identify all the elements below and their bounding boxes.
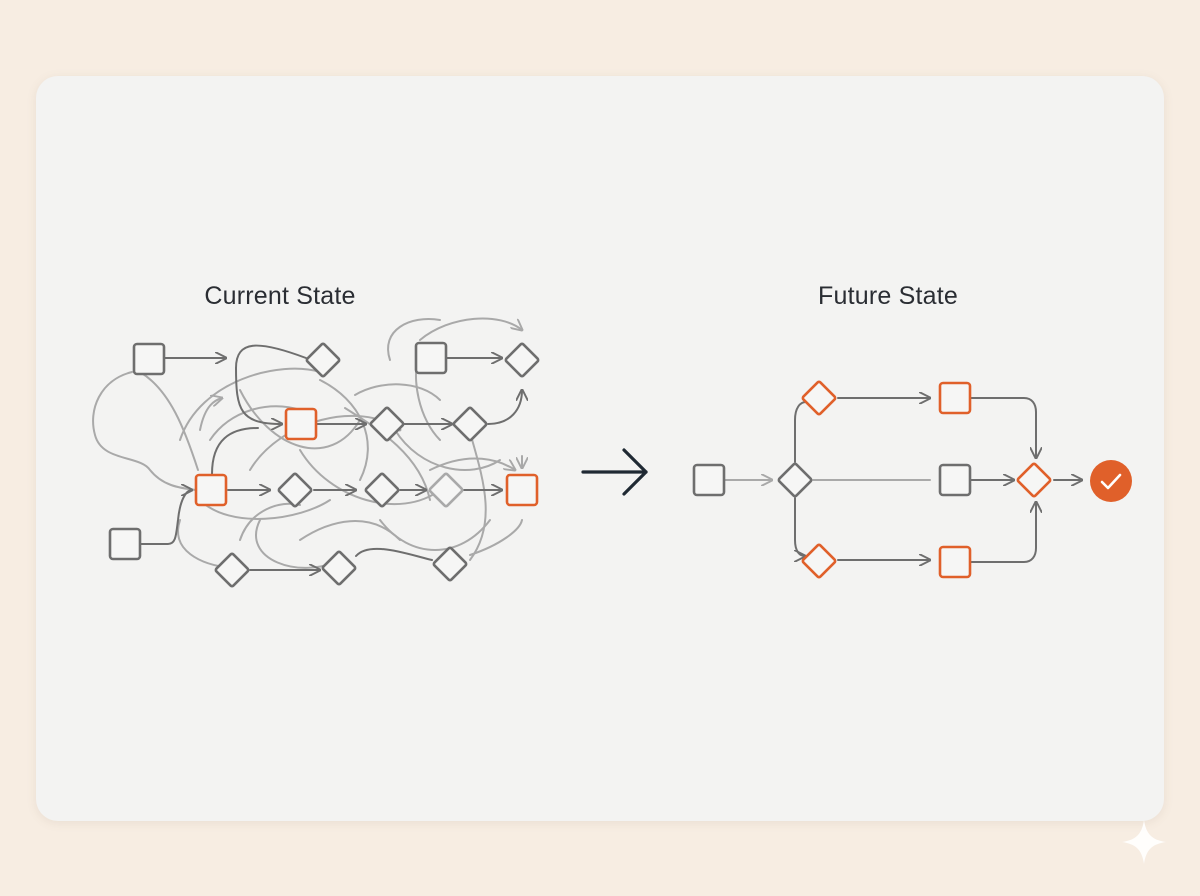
future-square-node-highlight bbox=[938, 381, 972, 415]
future-square-node-highlight bbox=[938, 545, 972, 579]
current-square-node-highlight bbox=[194, 473, 228, 507]
future-start-node bbox=[692, 463, 726, 497]
future-state-diagram bbox=[692, 380, 1132, 579]
current-square-node bbox=[132, 342, 166, 376]
current-diamond-node bbox=[277, 472, 313, 508]
current-diamond-node bbox=[428, 472, 464, 508]
current-state-diagram bbox=[92, 317, 540, 588]
future-merge-node-highlight bbox=[1016, 462, 1052, 498]
current-diamond-node bbox=[452, 406, 488, 442]
current-tangled-connectors-dark bbox=[139, 344, 522, 570]
current-square-node-highlight bbox=[284, 407, 318, 441]
current-diamond-node bbox=[432, 546, 468, 582]
current-diamond-node bbox=[321, 550, 357, 586]
current-diamond-node bbox=[364, 472, 400, 508]
diagram-card bbox=[36, 76, 1164, 821]
current-square-node bbox=[108, 527, 142, 561]
current-diamond-node bbox=[504, 342, 540, 378]
current-diamond-node bbox=[305, 342, 341, 378]
future-state-title: Future State bbox=[818, 282, 958, 310]
future-state-nodes bbox=[692, 380, 1052, 579]
future-diamond-node-highlight bbox=[801, 380, 837, 416]
right-arrow-icon bbox=[581, 448, 648, 496]
future-square-node bbox=[938, 463, 972, 497]
current-square-node bbox=[414, 341, 448, 375]
current-tangled-connectors-light bbox=[92, 317, 522, 569]
future-decision-node bbox=[777, 462, 813, 498]
sparkle-icon bbox=[1122, 820, 1166, 864]
future-connectors bbox=[723, 398, 1082, 562]
current-state-nodes bbox=[108, 341, 540, 588]
current-diamond-node bbox=[369, 406, 405, 442]
current-diamond-node bbox=[214, 552, 250, 588]
current-square-node-highlight bbox=[505, 473, 539, 507]
current-state-title: Current State bbox=[204, 282, 356, 310]
future-diamond-node-highlight bbox=[801, 543, 837, 579]
check-circle-icon bbox=[1090, 460, 1132, 502]
